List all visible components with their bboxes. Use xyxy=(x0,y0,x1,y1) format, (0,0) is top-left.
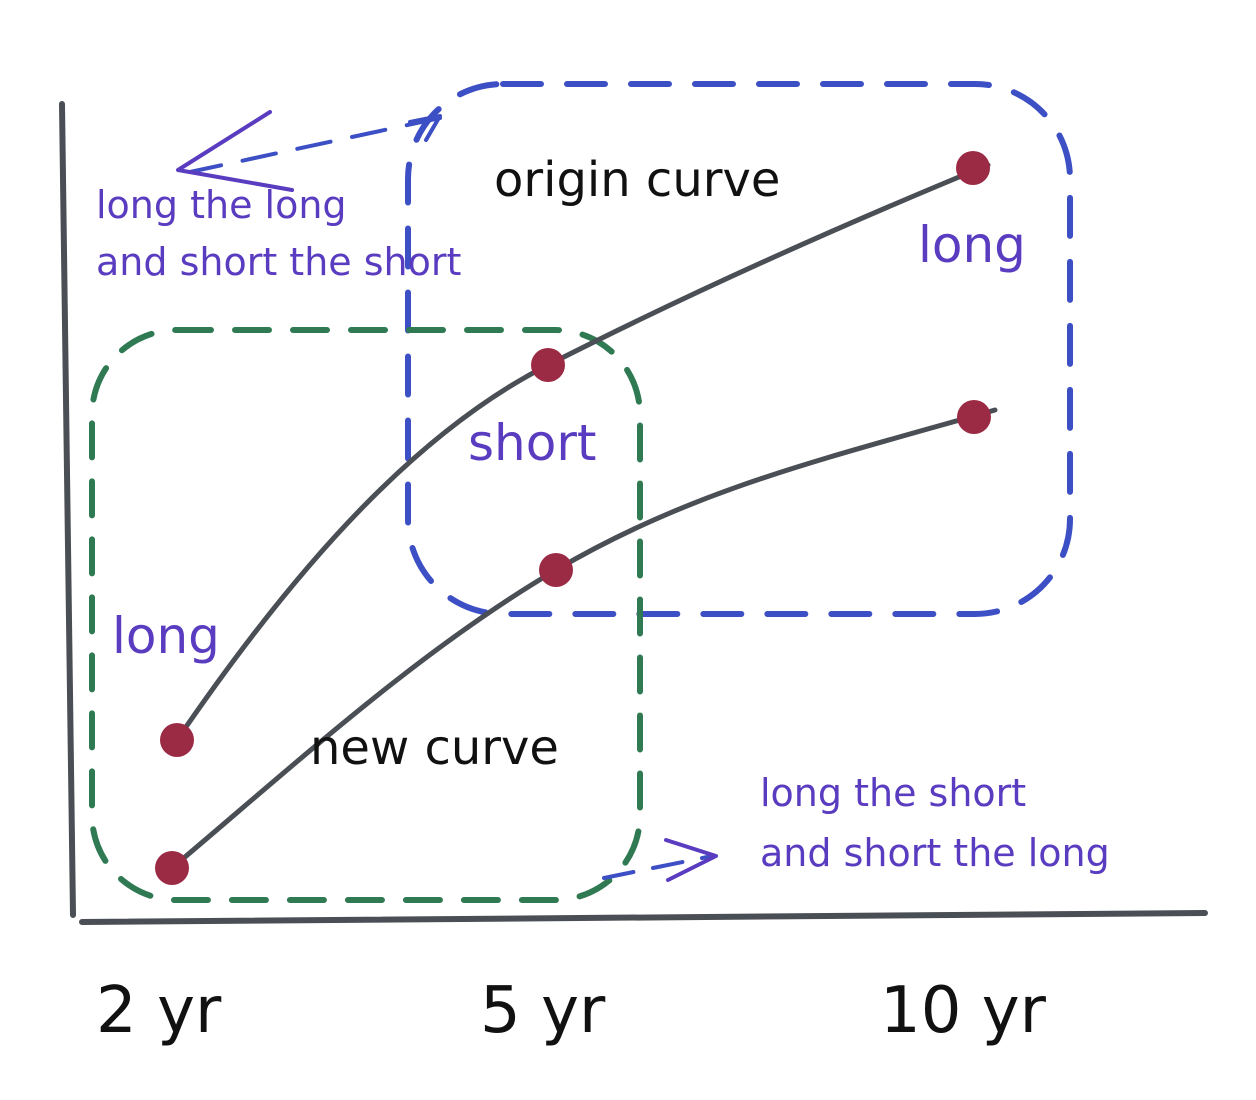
new-curve-label: new curve xyxy=(310,720,559,776)
long-label-left: long xyxy=(112,607,220,665)
arrow-bottom-right-icon xyxy=(602,838,718,882)
x-tick-10yr: 10 yr xyxy=(880,974,1047,1048)
note-top-left-line2: and short the short xyxy=(96,240,461,284)
note-bottom-right-line1: long the short xyxy=(760,771,1026,815)
long-label-top-right: long xyxy=(918,216,1026,274)
origin-point-10yr xyxy=(956,151,990,185)
new-point-10yr xyxy=(957,400,991,434)
y-axis xyxy=(59,101,76,918)
x-tick-2yr: 2 yr xyxy=(96,974,222,1048)
note-top-left-line1: long the long xyxy=(96,183,347,227)
blue-dashed-region xyxy=(405,81,1073,617)
new-point-5yr xyxy=(539,553,573,587)
origin-curve-label: origin curve xyxy=(494,152,780,208)
x-axis xyxy=(79,910,1208,925)
new-point-2yr xyxy=(155,851,189,885)
green-dashed-region xyxy=(89,327,643,903)
origin-point-5yr xyxy=(531,348,565,382)
x-tick-5yr: 5 yr xyxy=(480,974,606,1048)
arrow-top-left-icon xyxy=(176,110,442,192)
origin-point-2yr xyxy=(160,723,194,757)
note-bottom-right-line2: and short the long xyxy=(760,831,1110,875)
short-label-middle: short xyxy=(468,414,597,472)
